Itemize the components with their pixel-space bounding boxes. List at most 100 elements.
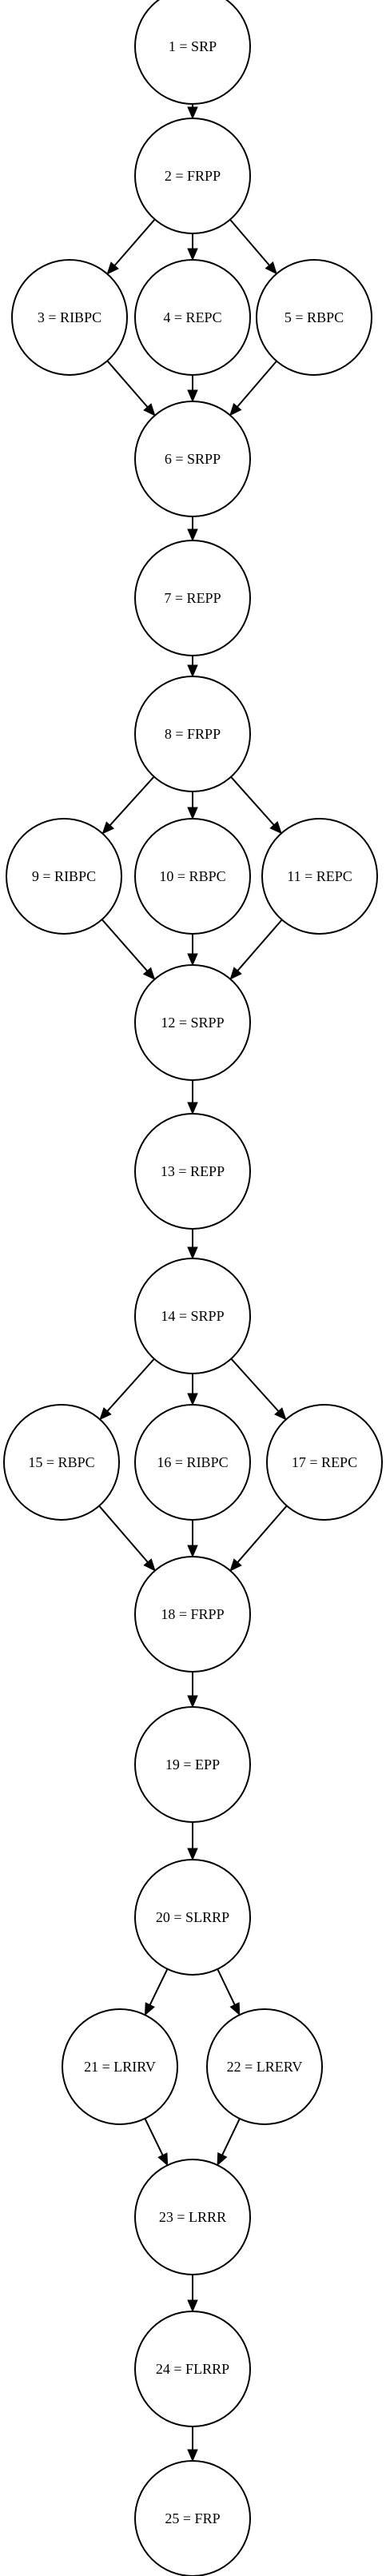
node-label: 19 = EPP bbox=[165, 1757, 220, 1772]
edge-n14-n17 bbox=[230, 1358, 287, 1421]
arrowhead bbox=[143, 1558, 156, 1572]
node-n17: 17 = REPC bbox=[266, 1404, 383, 1521]
edge-n2-n5 bbox=[229, 218, 277, 275]
edge-line bbox=[113, 218, 156, 266]
node-circle bbox=[134, 259, 251, 376]
node-n9: 9 = RIBPC bbox=[6, 818, 122, 935]
node-n5: 5 = RBPC bbox=[256, 259, 372, 376]
node-label: 6 = SRPP bbox=[165, 451, 221, 467]
arrowhead bbox=[229, 1558, 242, 1572]
node-n12: 12 = SRPP bbox=[134, 964, 251, 1081]
node-circle bbox=[134, 1859, 251, 1976]
arrowhead bbox=[187, 1102, 198, 1115]
edge-n23-n24 bbox=[187, 2275, 198, 2313]
arrowhead bbox=[106, 261, 119, 275]
node-n2: 2 = FRPP bbox=[134, 118, 251, 234]
node-circle bbox=[134, 818, 251, 935]
node-circle bbox=[134, 118, 251, 234]
node-circle bbox=[134, 676, 251, 792]
edge-n20-n21 bbox=[144, 1968, 169, 2016]
node-circle bbox=[134, 964, 251, 1081]
node-circle bbox=[6, 818, 122, 935]
node-circle bbox=[134, 401, 251, 517]
nodes-layer: 1 = SRP 2 = FRPP 3 = RIBPC 4 = REPC 5 = RBPC… bbox=[3, 0, 383, 2576]
node-circle bbox=[11, 259, 128, 376]
node-circle bbox=[134, 0, 251, 105]
node-n15: 15 = RBPC bbox=[3, 1404, 120, 1521]
node-n7: 7 = REPP bbox=[134, 540, 251, 656]
arrowhead bbox=[143, 403, 156, 417]
node-n13: 13 = REPP bbox=[134, 1113, 251, 1230]
node-label: 12 = SRPP bbox=[161, 1015, 224, 1031]
edge-line bbox=[109, 776, 155, 826]
node-circle bbox=[266, 1404, 383, 1521]
edge-n13-n14 bbox=[187, 1229, 198, 1260]
arrowhead bbox=[217, 2152, 228, 2167]
edge-n17-n18 bbox=[229, 1505, 288, 1572]
edge-n7-n8 bbox=[187, 656, 198, 678]
edge-n3-n6 bbox=[106, 360, 156, 417]
edge-n2-n4 bbox=[187, 233, 198, 261]
arrowhead bbox=[144, 2002, 155, 2016]
edge-n10-n12 bbox=[187, 934, 198, 967]
edge-line bbox=[237, 919, 283, 971]
arrowhead bbox=[269, 820, 282, 835]
node-label: 9 = RIBPC bbox=[32, 868, 96, 884]
node-label: 11 = REPC bbox=[287, 868, 352, 884]
node-label: 8 = FRPP bbox=[165, 726, 221, 742]
node-label: 22 = LRERV bbox=[227, 2059, 303, 2075]
node-n25: 25 = FRP bbox=[134, 2460, 251, 2576]
node-n16: 16 = RIBPC bbox=[134, 1404, 251, 1521]
arrowhead bbox=[142, 967, 156, 980]
node-label: 23 = LRRR bbox=[159, 2209, 226, 2225]
edge-line bbox=[217, 1968, 236, 2005]
edge-n4-n6 bbox=[187, 375, 198, 403]
edge-line bbox=[237, 360, 277, 408]
node-circle bbox=[134, 2311, 251, 2427]
node-label: 25 = FRP bbox=[165, 2510, 220, 2526]
node-circle bbox=[134, 2159, 251, 2275]
node-circle bbox=[134, 1113, 251, 1230]
edge-line bbox=[221, 2118, 241, 2155]
arrowhead bbox=[229, 402, 242, 417]
edge-n5-n6 bbox=[229, 360, 277, 417]
edge-line bbox=[98, 1505, 149, 1563]
arrowhead bbox=[157, 2152, 169, 2167]
node-n24: 24 = FLRRP bbox=[134, 2311, 251, 2427]
node-label: 7 = REPP bbox=[164, 590, 221, 606]
arrowhead bbox=[229, 2002, 241, 2016]
edge-line bbox=[149, 1968, 169, 2006]
node-circle bbox=[206, 2008, 323, 2125]
edge-line bbox=[230, 776, 275, 826]
edge-line bbox=[237, 1505, 288, 1563]
node-circle bbox=[3, 1404, 120, 1521]
arrowhead bbox=[187, 1393, 198, 1406]
edge-n1-n2 bbox=[187, 104, 198, 120]
arrowhead bbox=[229, 967, 242, 980]
arrowhead bbox=[187, 664, 198, 678]
node-label: 2 = FRPP bbox=[165, 168, 221, 184]
node-n18: 18 = FRPP bbox=[134, 1556, 251, 1673]
edge-line bbox=[106, 1358, 155, 1412]
edge-n11-n12 bbox=[229, 919, 283, 980]
edge-n15-n18 bbox=[98, 1505, 156, 1572]
arrowhead bbox=[187, 2449, 198, 2462]
node-label: 18 = FRPP bbox=[161, 1606, 224, 1622]
edge-n6-n7 bbox=[187, 516, 198, 542]
arrowhead bbox=[187, 106, 198, 120]
node-label: 3 = RIBPC bbox=[38, 309, 101, 325]
node-circle bbox=[134, 1404, 251, 1521]
edge-n14-n16 bbox=[187, 1374, 198, 1406]
edge-n8-n9 bbox=[101, 776, 155, 835]
node-n19: 19 = EPP bbox=[134, 1706, 251, 1823]
node-label: 1 = SRP bbox=[169, 38, 217, 54]
edge-line bbox=[144, 2118, 164, 2156]
node-circle bbox=[62, 2008, 178, 2125]
node-n3: 3 = RIBPC bbox=[11, 259, 128, 376]
node-label: 4 = REPC bbox=[163, 309, 221, 325]
node-n20: 20 = SLRRP bbox=[134, 1859, 251, 1976]
edge-n16-n18 bbox=[187, 1520, 198, 1558]
node-n4: 4 = REPC bbox=[134, 259, 251, 376]
edge-line bbox=[229, 218, 270, 266]
